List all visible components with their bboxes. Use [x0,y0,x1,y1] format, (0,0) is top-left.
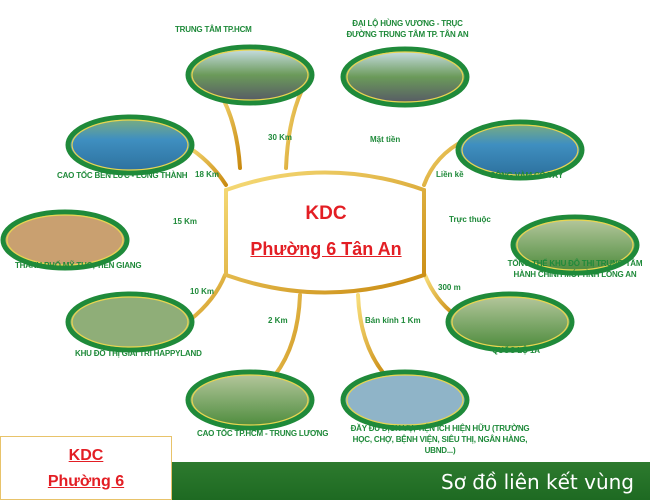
center-frame [224,170,426,295]
label-vamco: SÔNG VÀM CỎ TÂY [490,171,564,180]
distance-ql1a: 300 m [438,283,461,292]
label-dichvu: ĐẦY ĐỦ DỊCH VỤ, TIỆN ÍCH HIỆN HỮU (TRƯỜN… [350,424,530,455]
center-title: KDC [305,203,347,224]
label-ql1a: QUỐC LỘ 1A [492,346,540,355]
label-trungluong: CAO TỐC TP.HCM - TRUNG LƯƠNG [197,429,329,438]
banner-title: Sơ đồ liên kết vùng [441,470,634,494]
connector-happyland [188,273,227,322]
distance-benluc: 18 Km [195,170,220,179]
photo-hcm [185,44,315,106]
distance-hcm: 30 Km [268,133,293,142]
photo-vamco [455,119,585,181]
project-tag: KDC Phường 6 [0,436,172,500]
connector-dichvu [356,293,387,377]
distance-dailo: Mặt tiền [370,135,401,144]
distance-dichvu: Bán kính 1 Km [365,316,421,325]
label-tongthe: TỔNG THỂ KHU ĐÔ THỊ TRUNG TÂM HÀNH CHÍNH… [507,259,643,279]
distance-vamco: Liền kề [436,170,464,179]
photo-benluc [65,114,195,176]
photo-ql1a [445,291,575,353]
label-mytho: THÀNH PHỐ MỸ THO, TIỀN GIANG [15,261,142,270]
label-hcm: TRUNG TÂM TP.HCM [175,25,252,34]
label-dailo: ĐẠI LỘ HÙNG VƯƠNG - TRỤC ĐƯỜNG TRUNG TÂM… [346,19,469,39]
distance-trungluong: 2 Km [268,316,288,325]
photo-dichvu [340,369,470,431]
photo-ellipses [0,44,640,431]
connector-dailo [284,88,304,170]
photo-tongthe [510,214,640,276]
tag-line2: Phường 6 [47,473,125,490]
photo-trungluong [185,369,315,431]
distance-happyland: 10 Km [190,287,215,296]
center-subtitle: Phường 6 Tân An [250,239,402,259]
photo-mytho [0,209,130,271]
label-happyland: KHU ĐÔ THỊ GIẢI TRÍ HAPPYLAND [75,349,202,358]
label-benluc: CAO TỐC BẾN LỨC - LONG THÀNH [57,171,188,180]
connector-ql1a [423,273,457,317]
connectors [107,88,518,377]
connector-trungluong [273,293,302,377]
center-box: KDC Phường 6 Tân An [228,195,424,260]
tag-line1: KDC [68,447,104,464]
distance-tongthe: Trực thuộc [449,215,491,224]
distance-mytho: 15 Km [173,217,198,226]
photo-happyland [65,291,195,353]
footer-banner: Sơ đồ liên kết vùng [172,462,650,500]
photo-dailo [340,46,470,108]
